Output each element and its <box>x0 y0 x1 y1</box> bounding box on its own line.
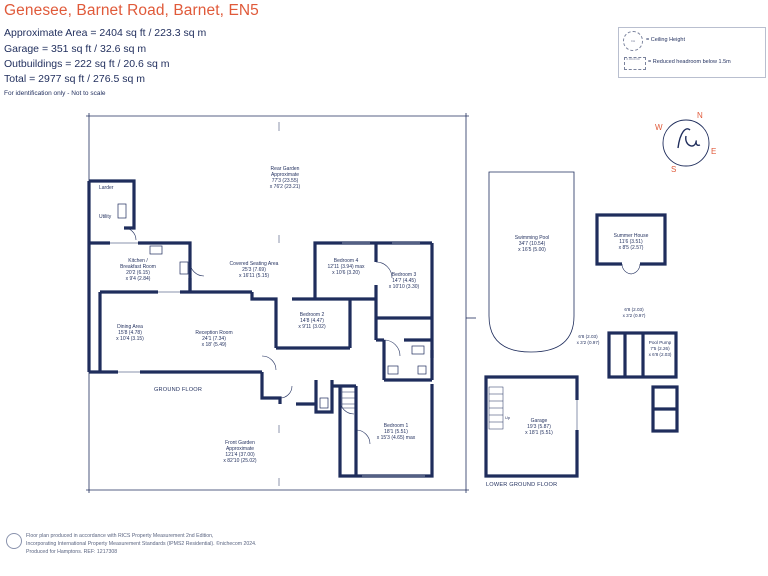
garage-walls <box>484 375 579 478</box>
ceiling-height-icon: CH 0.00x0.00 <box>623 31 643 61</box>
room-summer-house: Summer House 11'6 (3.51) x 8'5 (2.57) <box>613 233 649 251</box>
page-title: Genesee, Barnet Road, Barnet, EN5 <box>4 2 259 19</box>
room-reception: Reception Room 24'1 (7.34) x 18' (5.49) <box>195 330 233 348</box>
scale-note: For identification only - Not to scale <box>4 90 106 97</box>
room-front-garden: Front Garden Approximate 121'4 (37.00) x… <box>223 440 257 464</box>
room-dining: Dining Area 15'8 (4.78) x 10'4 (3.15) <box>116 324 144 342</box>
approx-area-text: Approximate Area = 2404 sq ft / 223.3 sq… <box>4 27 207 39</box>
compass-north: N <box>697 111 703 120</box>
room-garage: Garage 19'3 (5.87) x 18'1 (5.51) <box>525 418 553 436</box>
room-rear-garden: Rear Garden Approximate 77'3 (23.55) x 7… <box>269 166 301 190</box>
room-swimming-pool: Swimming Pool 34'7 (10.54) x 16'5 (5.00) <box>514 235 550 253</box>
room-kitchen: Kitchen / Breakfast Room 20'2 (6.15) x 9… <box>120 258 156 282</box>
legend-box <box>618 27 766 78</box>
footer-line-3: Produced for Hamptons. REF: 1217308 <box>26 549 118 555</box>
outbuildings-area-text: Outbuildings = 222 sq ft / 20.6 sq m <box>4 58 170 70</box>
garage-area-text: Garage = 351 sq ft / 32.6 sq m <box>4 43 147 55</box>
room-bedroom3: Bedroom 3 14'7 (4.45) x 10'10 (3.30) <box>388 272 420 290</box>
fixtures <box>117 203 427 409</box>
ceiling-height-label: = Ceiling Height <box>646 37 685 43</box>
total-area-text: Total = 2977 sq ft / 276.5 sq m <box>4 73 145 85</box>
rics-logo-icon <box>6 533 22 549</box>
swimming-pool <box>488 171 575 353</box>
reduced-headroom-label: = Reduced headroom below 1.5m <box>648 59 731 65</box>
compass-east: E <box>711 147 717 156</box>
ground-floor-label: GROUND FLOOR <box>154 387 203 393</box>
reduced-headroom-icon <box>624 57 646 70</box>
lower-ground-floor-label: LOWER GROUND FLOOR <box>486 482 558 488</box>
room-bedroom2: Bedroom 2 14'8 (4.47) x 9'11 (3.02) <box>298 312 326 330</box>
room-utility: Utility <box>99 214 112 220</box>
footer-line-1: Floor plan produced in accordance with R… <box>26 533 214 539</box>
outbuildings <box>607 331 679 433</box>
room-pool-pump: Pool Pump 7'5 (2.26) x 6'8 (2.03) <box>648 340 672 357</box>
summer-house <box>595 213 667 266</box>
room-outbuilding-left: 6'8 (2.03) x 3'2 (0.97) <box>576 334 600 345</box>
footer-line-2: Incorporating International Property Mea… <box>26 541 257 547</box>
compass-rose <box>662 119 710 167</box>
windows <box>110 242 425 477</box>
room-outbuilding-top: 6'8 (2.03) x 3'2 (0.97) <box>622 307 646 318</box>
stairs-lower <box>488 386 504 430</box>
room-larder: Larder <box>99 185 114 191</box>
compass-south: S <box>671 165 677 174</box>
room-bedroom4: Bedroom 4 12'11 (3.94) max x 10'6 (3.20) <box>327 258 365 276</box>
room-bedroom1: Bedroom 1 18'1 (5.51) x 15'3 (4.65) max <box>376 423 416 441</box>
stairs-up-mark: Up <box>505 415 511 420</box>
stairs-ground <box>341 385 357 409</box>
compass-west: W <box>655 123 663 132</box>
door-swings <box>123 227 401 445</box>
room-covered-seating: Covered Seating Area 25'3 (7.69) x 16'11… <box>229 261 279 279</box>
